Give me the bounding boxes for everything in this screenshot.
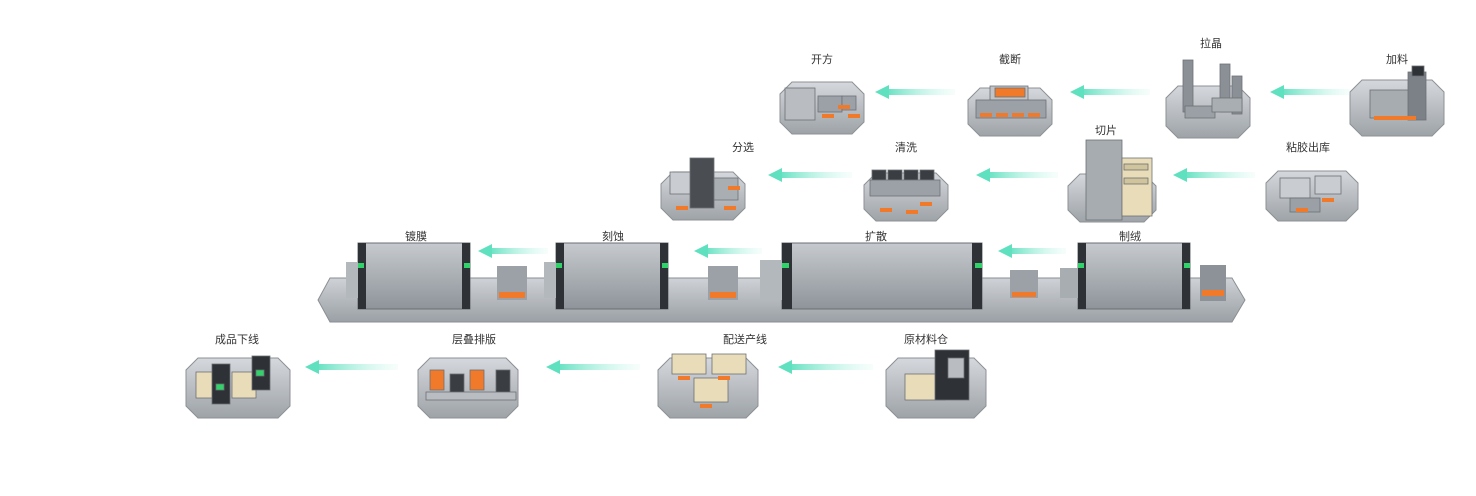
label-chengpin: 成品下线	[215, 333, 259, 346]
pad-zhanjiao	[1265, 170, 1359, 222]
main-production-line	[317, 242, 1246, 323]
label-peisong: 配送产线	[723, 333, 767, 346]
arrow-cengdie-chengpin	[305, 360, 398, 374]
arrow-zhirong-kuosan	[998, 244, 1066, 258]
pad-fenxuan	[660, 157, 746, 221]
label-lajing: 拉晶	[1200, 37, 1222, 50]
label-jialiao: 加料	[1386, 53, 1408, 66]
pad-jieduan	[967, 85, 1053, 137]
label-yuancailiao: 原材料仓	[904, 333, 948, 346]
arrow-qiepian-qingxi	[976, 168, 1058, 182]
label-zhanjiao: 粘胶出库	[1286, 141, 1330, 154]
pad-jialiao	[1349, 65, 1445, 137]
pad-cengdie	[417, 357, 519, 419]
pad-lajing	[1165, 59, 1251, 139]
arrow-keshi-dumo	[478, 244, 548, 258]
label-jieduan: 截断	[999, 53, 1021, 66]
label-zhirong: 制绒	[1119, 230, 1141, 243]
kuosan-machine	[708, 242, 983, 310]
pad-qiepian	[1067, 139, 1157, 223]
pad-qingxi	[863, 169, 949, 222]
pad-yuancailiao	[885, 349, 987, 419]
label-kuosan: 扩散	[865, 230, 887, 243]
arrow-jieduan-kaifang	[875, 85, 955, 99]
label-dumo: 镀膜	[405, 230, 427, 243]
zhirong-machine	[1010, 242, 1226, 310]
pad-chengpin	[185, 355, 291, 419]
label-kaifang: 开方	[811, 53, 833, 66]
label-qingxi: 清洗	[895, 141, 917, 154]
pad-peisong	[657, 353, 759, 419]
arrow-zhanjiao-qiepian	[1173, 168, 1255, 182]
label-fenxuan: 分选	[732, 141, 754, 154]
arrow-jialiao-lajing	[1270, 85, 1350, 99]
keshi-machine	[497, 242, 669, 310]
dumo-machine	[346, 242, 471, 310]
arrow-qingxi-fenxuan	[768, 168, 852, 182]
pad-kaifang	[779, 81, 865, 135]
arrow-yuancailiao-peisong	[778, 360, 873, 374]
arrow-peisong-cengdie	[546, 360, 640, 374]
label-cengdie: 层叠排版	[452, 333, 496, 346]
arrow-kuosan-keshi	[694, 244, 762, 258]
label-keshi: 刻蚀	[602, 230, 624, 243]
arrow-lajing-jieduan	[1070, 85, 1150, 99]
label-qiepian: 切片	[1095, 124, 1117, 137]
